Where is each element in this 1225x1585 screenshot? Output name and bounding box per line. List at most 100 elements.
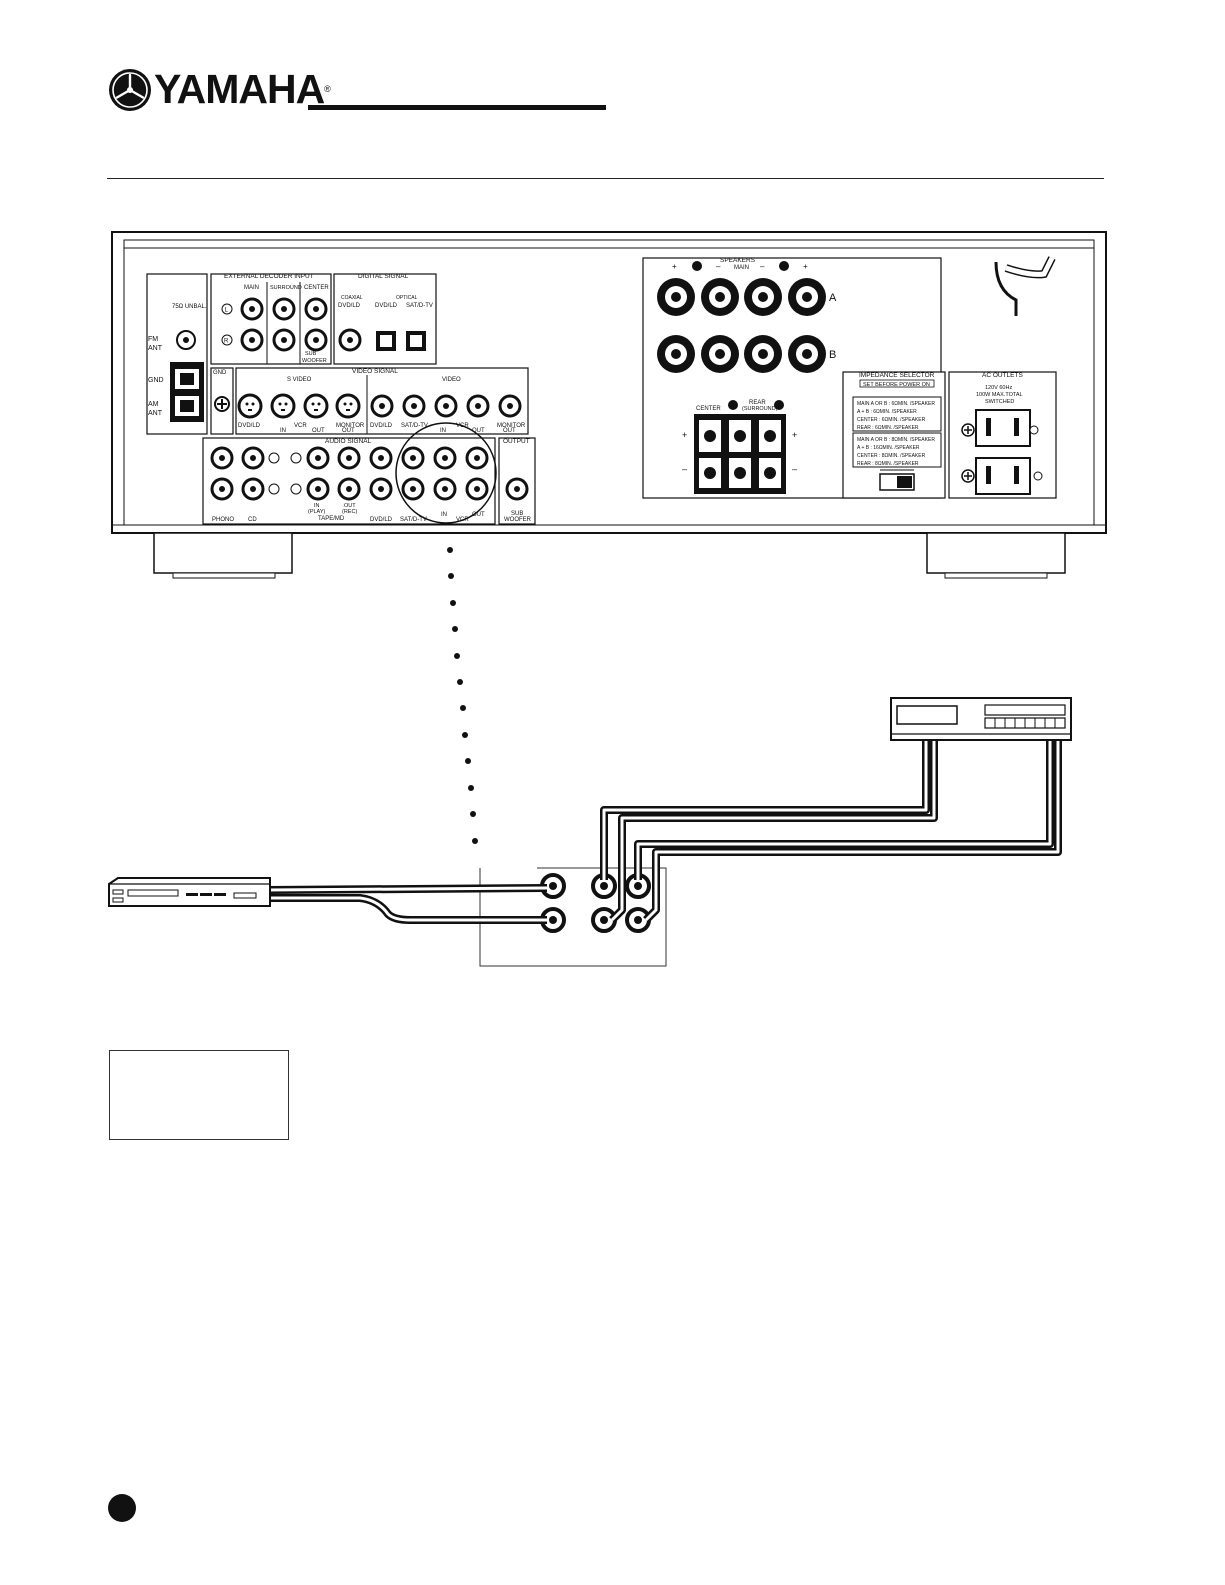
svg-text:GND: GND bbox=[148, 377, 164, 384]
svg-text:A: A bbox=[829, 292, 837, 304]
svg-text:MAIN A OR B : 8ΩMIN. /SPEAKER: MAIN A OR B : 8ΩMIN. /SPEAKER bbox=[857, 437, 935, 443]
svg-text:B: B bbox=[829, 349, 836, 361]
svg-text:DVD/LD: DVD/LD bbox=[375, 303, 398, 309]
svg-text:CENTER : 8ΩMIN. /SPEAKER: CENTER : 8ΩMIN. /SPEAKER bbox=[857, 453, 926, 459]
right-foot bbox=[926, 532, 1066, 574]
svg-text:–: – bbox=[682, 464, 687, 474]
svg-text:MAIN: MAIN bbox=[244, 285, 259, 291]
svg-text:DVD/LD: DVD/LD bbox=[370, 517, 393, 523]
svg-text:S VIDEO: S VIDEO bbox=[287, 377, 312, 383]
svg-text:SUB: SUB bbox=[305, 351, 317, 357]
page-header: YAMAHA® bbox=[108, 66, 608, 116]
svg-text:EXTERNAL DECODER INPUT: EXTERNAL DECODER INPUT bbox=[224, 273, 314, 280]
svg-text:VCR: VCR bbox=[294, 423, 307, 429]
svg-text:OPTICAL: OPTICAL bbox=[396, 295, 418, 301]
yamaha-tuning-fork-logo-icon bbox=[109, 69, 151, 111]
svg-text:OUT: OUT bbox=[312, 428, 325, 434]
svg-text:–: – bbox=[716, 262, 721, 271]
video-signal-section: VIDEO SIGNAL S VIDEO VIDEO DVD/LD IN VCR… bbox=[235, 367, 529, 435]
svg-text:+: + bbox=[792, 430, 797, 440]
svg-text:AM: AM bbox=[148, 401, 159, 408]
svg-text:A + B : 16ΩMIN. /SPEAKER: A + B : 16ΩMIN. /SPEAKER bbox=[857, 445, 920, 451]
svg-text:+: + bbox=[803, 262, 808, 271]
svg-text:IN: IN bbox=[314, 503, 320, 509]
svg-text:SAT/D-TV: SAT/D-TV bbox=[400, 517, 427, 523]
svg-text:DVD/LD: DVD/LD bbox=[238, 423, 261, 429]
svg-text:R: R bbox=[224, 339, 229, 345]
yamaha-wordmark: YAMAHA® bbox=[154, 66, 331, 112]
svg-text:DVD/LD: DVD/LD bbox=[338, 303, 361, 309]
power-cord bbox=[994, 261, 1018, 316]
svg-text:DIGITAL SIGNAL: DIGITAL SIGNAL bbox=[358, 273, 409, 280]
vcr-device bbox=[890, 697, 1072, 741]
svg-text:CENTER : 6ΩMIN. /SPEAKER: CENTER : 6ΩMIN. /SPEAKER bbox=[857, 417, 926, 423]
external-decoder-input-section: EXTERNAL DECODER INPUT MAIN SURROUND CEN… bbox=[210, 273, 332, 365]
svg-text:FM: FM bbox=[148, 336, 158, 343]
svg-text:SAT/D-TV: SAT/D-TV bbox=[401, 423, 428, 429]
audio-cables bbox=[267, 736, 1062, 924]
svg-text:WOOFER: WOOFER bbox=[302, 358, 327, 364]
page-marker-dot bbox=[108, 1494, 136, 1522]
svg-text:IN: IN bbox=[440, 428, 446, 434]
svg-text:SET BEFORE POWER ON: SET BEFORE POWER ON bbox=[863, 382, 930, 388]
svg-text:SPEAKERS: SPEAKERS bbox=[720, 257, 756, 264]
dvd-player-device bbox=[108, 877, 271, 907]
svg-text:DVD/LD: DVD/LD bbox=[370, 423, 393, 429]
svg-text:REAR: REAR bbox=[749, 400, 766, 406]
gnd-terminal: GND bbox=[210, 367, 234, 435]
svg-text:IN: IN bbox=[441, 512, 447, 518]
svg-text:SUB: SUB bbox=[511, 511, 523, 517]
svg-text:ANT: ANT bbox=[148, 410, 163, 417]
svg-text:REAR : 6ΩMIN. /SPEAKER: REAR : 6ΩMIN. /SPEAKER bbox=[857, 425, 919, 431]
note-box bbox=[109, 1050, 289, 1140]
svg-text:GND: GND bbox=[213, 370, 227, 376]
svg-text:OUT: OUT bbox=[472, 512, 485, 518]
svg-text:(SURROUND): (SURROUND) bbox=[742, 406, 778, 412]
svg-text:VIDEO: VIDEO bbox=[442, 377, 461, 383]
svg-text:CENTER: CENTER bbox=[304, 285, 329, 291]
svg-text:(PLAY): (PLAY) bbox=[308, 509, 325, 515]
digital-signal-section: DIGITAL SIGNAL COAXIAL DVD/LD OPTICAL DV… bbox=[333, 273, 437, 365]
svg-text:VIDEO SIGNAL: VIDEO SIGNAL bbox=[352, 368, 398, 375]
svg-text:PHONO: PHONO bbox=[212, 517, 234, 523]
dotted-leader-line bbox=[447, 547, 478, 844]
svg-text:L: L bbox=[225, 308, 229, 314]
title-underline bbox=[308, 105, 606, 110]
svg-text:MAIN: MAIN bbox=[734, 265, 749, 271]
svg-text:TAPE/MD: TAPE/MD bbox=[318, 516, 345, 522]
svg-text:100W MAX.TOTAL: 100W MAX.TOTAL bbox=[976, 392, 1023, 398]
svg-text:–: – bbox=[792, 464, 797, 474]
antenna-section: 75Ω UNBAL. FM ANT GND AM ANT bbox=[146, 273, 208, 435]
svg-text:COAXIAL: COAXIAL bbox=[341, 295, 363, 301]
svg-text:MAIN A OR B : 6ΩMIN. /SPEAKER: MAIN A OR B : 6ΩMIN. /SPEAKER bbox=[857, 401, 935, 407]
header-rule bbox=[107, 178, 1104, 179]
svg-text:SAT/D-TV: SAT/D-TV bbox=[406, 303, 433, 309]
svg-text:CENTER: CENTER bbox=[696, 406, 721, 412]
svg-text:OUT: OUT bbox=[472, 428, 485, 434]
ac-outlets-section: AC OUTLETS 120V 60Hz 100W MAX.TOTAL SWIT… bbox=[948, 371, 1057, 499]
svg-text:AUDIO SIGNAL: AUDIO SIGNAL bbox=[325, 438, 372, 445]
svg-text:MONITOR: MONITOR bbox=[497, 423, 526, 429]
impedance-selector-section: IMPEDANCE SELECTOR SET BEFORE POWER ON M… bbox=[842, 371, 946, 499]
svg-text:MONITOR: MONITOR bbox=[336, 423, 365, 429]
svg-text:SWITCHED: SWITCHED bbox=[985, 399, 1014, 405]
svg-text:ANT: ANT bbox=[148, 345, 163, 352]
svg-text:(REC): (REC) bbox=[342, 509, 357, 515]
svg-text:A + B : 6ΩMIN. /SPEAKER: A + B : 6ΩMIN. /SPEAKER bbox=[857, 409, 917, 415]
svg-text:SURROUND: SURROUND bbox=[270, 285, 302, 291]
left-foot bbox=[153, 532, 293, 574]
svg-text:OUT: OUT bbox=[342, 428, 355, 434]
svg-text:120V 60Hz: 120V 60Hz bbox=[985, 385, 1012, 391]
svg-text:IN: IN bbox=[280, 428, 286, 434]
svg-text:+: + bbox=[672, 262, 677, 271]
svg-text:WOOFER: WOOFER bbox=[504, 517, 532, 523]
svg-text:+: + bbox=[682, 430, 687, 440]
svg-text:–: – bbox=[760, 262, 765, 271]
vcr-jack-highlight-circle bbox=[395, 422, 497, 524]
svg-text:OUT: OUT bbox=[503, 428, 516, 434]
svg-text:OUTPUT: OUTPUT bbox=[503, 438, 530, 445]
svg-text:IMPEDANCE SELECTOR: IMPEDANCE SELECTOR bbox=[859, 372, 935, 379]
svg-text:CD: CD bbox=[248, 517, 257, 523]
svg-text:OUT: OUT bbox=[344, 503, 356, 509]
